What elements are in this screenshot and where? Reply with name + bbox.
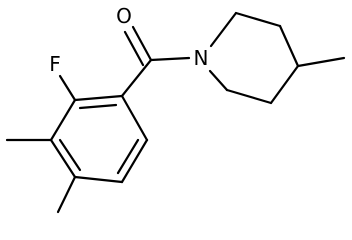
oxygen-atom-label: O — [116, 4, 132, 28]
nitrogen-atom-label: N — [194, 46, 209, 70]
ring-bond-c4-c5 — [73, 175, 124, 184]
piperidine-bond-c4-c5 — [269, 64, 300, 105]
piperidine-bond-c5-c6 — [225, 88, 273, 105]
carbonyl-double-bond-b — [123, 30, 145, 67]
piperidine-bond-c6-n — [208, 69, 229, 92]
ring-bond-c5-c6-inner — [116, 138, 140, 175]
methyl-bond-c4 — [56, 175, 77, 214]
fluorine-bond — [58, 74, 77, 102]
ring-bond-c3-c4-inner — [58, 138, 82, 172]
ring-bond-c2-c3 — [49, 98, 77, 142]
carbonyl-nitrogen-bond — [149, 56, 191, 62]
fluorine-atom-label: F — [49, 52, 61, 76]
chemical-structure-diagram: O F N — [5, 4, 346, 214]
piperidine-bond-c3-c4 — [278, 24, 300, 68]
piperidine-bond-n-c2 — [209, 11, 238, 48]
carbonyl-aryl-bond — [120, 58, 153, 98]
methyl-bond-piperidine — [296, 56, 346, 68]
piperidine-bond-c2-c3 — [234, 11, 282, 28]
ring-bond-c1-c2-inner — [78, 103, 118, 110]
ring-bond-c5-c6 — [120, 138, 149, 184]
carbonyl-double-bond-a — [131, 25, 153, 62]
ring-bond-c1-c2 — [73, 94, 124, 102]
ring-bond-c6-c1 — [120, 94, 149, 142]
ring-bond-c3-c4 — [49, 138, 77, 179]
